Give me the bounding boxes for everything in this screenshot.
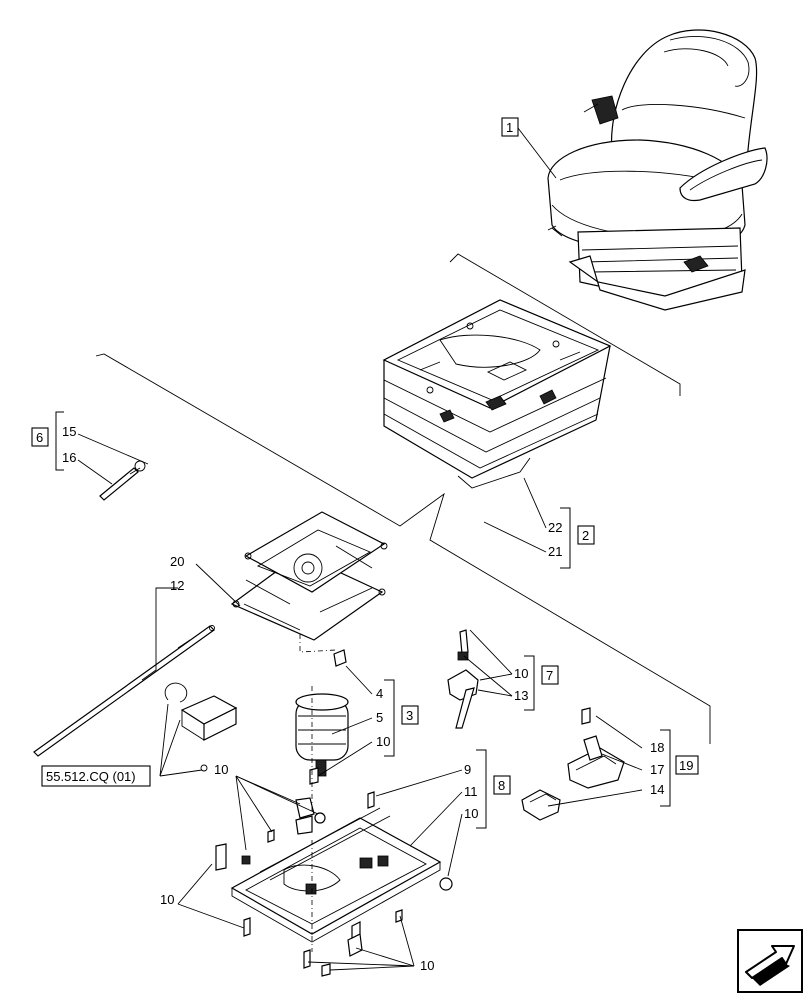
callout-box-19 (675, 755, 699, 775)
callout-22: 22 (548, 520, 562, 535)
scissor-frame (230, 511, 388, 641)
callout-10-3: 10 (376, 734, 390, 749)
callout-13: 13 (514, 688, 528, 703)
base-frame (215, 791, 453, 977)
callout-box-8 (493, 775, 511, 795)
callout-10-left: 10 (214, 762, 228, 777)
callout-17: 17 (650, 762, 664, 777)
callout-16: 16 (62, 450, 76, 465)
callout-box-7 (541, 665, 559, 685)
callout-21: 21 (548, 544, 562, 559)
group-line-seat (449, 253, 681, 396)
group-brackets (55, 411, 671, 829)
callout-11: 11 (464, 784, 478, 799)
callout-12: 12 (170, 578, 184, 593)
reference-label[interactable]: 55.512.CQ (01) (46, 769, 136, 784)
callout-1: 1 (506, 120, 513, 135)
callout-7: 7 (546, 668, 553, 683)
group-line-suspension (95, 353, 711, 744)
callout-box-2 (577, 525, 595, 545)
callout-box-1 (501, 117, 519, 137)
lever-assembly (447, 629, 479, 729)
callout-10-bottom-left: 10 (160, 892, 174, 907)
callout-9: 9 (464, 762, 471, 777)
control-cable (33, 625, 215, 757)
callout-20: 20 (170, 554, 184, 569)
callout-15: 15 (62, 424, 76, 439)
callout-14: 14 (650, 782, 664, 797)
callout-18: 18 (650, 740, 664, 755)
callout-8: 8 (498, 778, 505, 793)
callout-box-6 (31, 427, 49, 447)
callout-2: 2 (582, 528, 589, 543)
callout-19: 19 (679, 758, 693, 773)
callout-6: 6 (36, 430, 43, 445)
callout-10-bottom: 10 (420, 958, 434, 973)
reference-box[interactable] (41, 765, 151, 787)
callout-4: 4 (376, 686, 383, 701)
seat-assembly (547, 29, 768, 311)
callout-10-7: 10 (514, 666, 528, 681)
shock-absorber (295, 649, 349, 785)
switch-assembly (164, 682, 238, 772)
leader-lines (77, 127, 643, 971)
callout-5: 5 (376, 710, 383, 725)
callout-10-8: 10 (464, 806, 478, 821)
callout-box-3 (401, 705, 419, 725)
seat-suspension (382, 299, 612, 489)
pedal-switch (521, 707, 625, 821)
callout-3: 3 (406, 708, 413, 723)
next-arrow-icon[interactable] (737, 929, 803, 993)
